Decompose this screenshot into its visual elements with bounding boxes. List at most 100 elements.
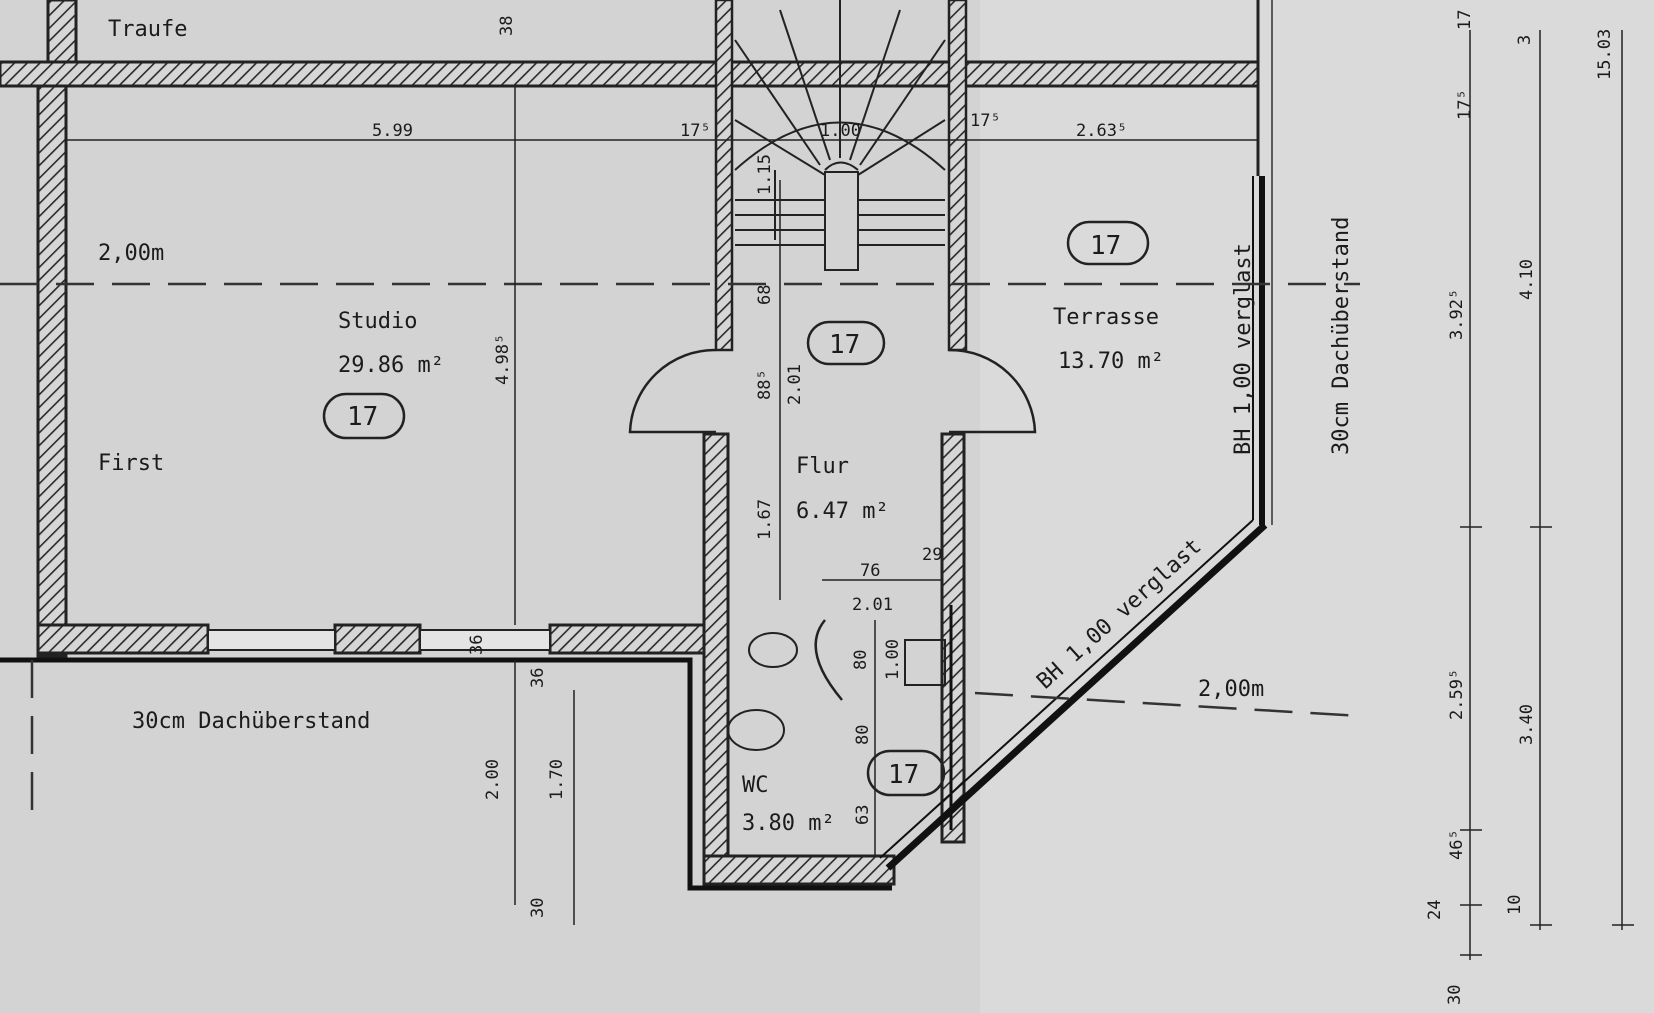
room-tags xyxy=(322,220,1150,797)
dim-wc-top-a: 76 xyxy=(860,561,880,581)
eave-wall xyxy=(0,60,1260,88)
dim-south-a: 36 xyxy=(467,635,487,655)
stair-line-1 xyxy=(734,39,821,166)
dim-flur-upper-a: 68 xyxy=(755,285,775,305)
wc-door-swing xyxy=(814,619,843,701)
tag-box-wc xyxy=(866,749,946,797)
wc-wall-south xyxy=(702,854,896,886)
dim-south-height-b: 1.70 xyxy=(547,759,567,800)
stair-wall-right xyxy=(947,0,968,352)
door-swing-west xyxy=(628,348,717,434)
room-terrasse-name: Terrasse xyxy=(1053,305,1159,330)
room-wc-area: 3.80 m² xyxy=(742,811,835,836)
room-flur-tag: 17 xyxy=(829,330,860,360)
dim-right-h: 46⁵ xyxy=(1447,829,1467,860)
stair-winder-inner xyxy=(824,161,859,171)
dimension-texts: 5.99 17⁵ 1.00 17⁵ 2.63⁵ 38 4.98⁵ 1.15 68… xyxy=(372,10,1615,1005)
glazing xyxy=(879,0,1273,871)
dim-wc-sink-a: 1.00 xyxy=(883,639,903,680)
studio-wall-south-mid xyxy=(333,623,422,655)
dim-flur-upper-b: 88⁵ xyxy=(755,369,775,400)
dim-studio-width: 5.99 xyxy=(372,121,413,141)
flur-wall-east xyxy=(940,432,966,844)
height-lines xyxy=(0,282,1361,820)
doors xyxy=(628,348,1037,701)
dim-right-total: 15.03 xyxy=(1595,29,1615,80)
dim-right-b: 3 xyxy=(1515,35,1535,45)
room-wc-tag: 17 xyxy=(888,760,919,790)
label-first: First xyxy=(98,451,164,476)
studio-wall-south xyxy=(36,623,210,655)
door-swing-east xyxy=(948,348,1037,434)
room-terrasse-area: 13.70 m² xyxy=(1058,349,1164,374)
dim-right-g: 3.40 xyxy=(1517,704,1537,745)
stair-line-7 xyxy=(857,119,946,176)
cabinet xyxy=(904,639,946,686)
dim-right-k: 30 xyxy=(1445,985,1465,1005)
room-wc-name: WC xyxy=(742,773,769,798)
label-traufe: Traufe xyxy=(108,17,187,42)
dim-south-bottom: 30 xyxy=(528,898,548,918)
room-flur-area: 6.47 m² xyxy=(796,499,889,524)
studio-wall-west xyxy=(36,84,68,658)
dim-wc-mid: 80 xyxy=(853,725,873,745)
dim-terrace-width: 2.63⁵ xyxy=(1076,121,1127,141)
stair-line-6 xyxy=(734,119,826,176)
toilet xyxy=(727,709,785,751)
stair-line-2 xyxy=(779,9,831,161)
dim-flur-lower: 1.67 xyxy=(755,499,775,540)
dim-south-height-a: 2.00 xyxy=(483,759,503,800)
stair-line-5 xyxy=(859,39,946,166)
dim-south-b: 36 xyxy=(528,668,548,688)
dim-right-c: 17⁵ xyxy=(1455,89,1475,120)
label-line-height-east: 2,00m xyxy=(1198,677,1264,702)
dim-wc-top-b: 29 xyxy=(922,545,942,565)
dim-top-wall: 38 xyxy=(497,16,517,36)
stair-wall-left xyxy=(714,0,734,352)
sink xyxy=(748,632,798,668)
window-2 xyxy=(419,629,551,651)
room-studio-tag: 17 xyxy=(347,402,378,432)
tag-box-studio xyxy=(322,392,406,440)
height-line-2m-east xyxy=(974,691,1361,718)
dim-wc-door: 2.01 xyxy=(852,595,893,615)
dim-right-j: 10 xyxy=(1505,895,1525,915)
outer-outline xyxy=(0,657,892,891)
sloped-glass-wall xyxy=(885,522,1268,871)
room-flur-name: Flur xyxy=(796,454,849,479)
dim-right-e: 4.10 xyxy=(1517,259,1537,300)
walls xyxy=(0,0,1260,891)
dim-wc-bottom: 63 xyxy=(853,805,873,825)
dim-right-d: 3.92⁵ xyxy=(1447,289,1467,340)
dim-stair-width: 1.00 xyxy=(820,121,861,141)
room-terrasse-tag: 17 xyxy=(1090,231,1121,261)
stair-newel xyxy=(824,171,859,271)
flur-wall-west xyxy=(702,432,730,886)
dim-stair-step: 1.15 xyxy=(755,154,775,195)
window-1 xyxy=(207,629,336,651)
paper-fold-shade xyxy=(980,0,1654,1013)
dim-flur-door-height: 2.01 xyxy=(785,364,805,405)
room-studio-name: Studio xyxy=(338,309,417,334)
dim-wc-sink-b: 80 xyxy=(851,650,871,670)
tag-box-terrasse xyxy=(1066,220,1150,266)
wc-fixtures xyxy=(727,632,946,751)
dim-studio-depth: 4.98⁵ xyxy=(493,334,513,385)
dim-wall-right: 17⁵ xyxy=(970,111,1001,131)
room-studio-area: 29.86 m² xyxy=(338,353,444,378)
label-vertical-glass: BH 1,00 verglast xyxy=(1231,243,1256,455)
tag-box-flur xyxy=(806,320,886,366)
dimension-lines xyxy=(66,30,1634,960)
dim-right-a: 17 xyxy=(1455,10,1475,30)
studio-wall-south-right xyxy=(548,623,722,655)
label-overhang-east: 30cm Dachüberstand xyxy=(1329,217,1354,455)
text-labels: Traufe First 30cm Dachüberstand 2,00m 2,… xyxy=(98,17,1354,836)
dim-right-f: 2.59⁵ xyxy=(1447,669,1467,720)
stair-line-4 xyxy=(849,9,901,161)
dim-wall-left: 17⁵ xyxy=(680,121,711,141)
sloped-glass-wall-inner xyxy=(879,519,1254,859)
top-wall-left xyxy=(46,0,78,64)
label-overhang-south: 30cm Dachüberstand xyxy=(132,709,370,734)
label-line-height-west: 2,00m xyxy=(98,241,164,266)
